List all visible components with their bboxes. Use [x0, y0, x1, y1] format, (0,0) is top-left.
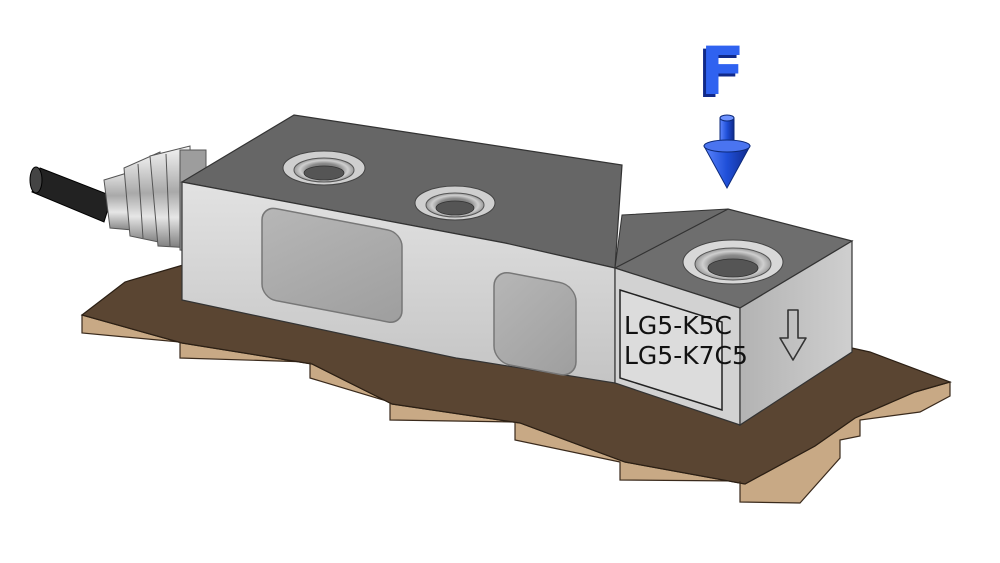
- down-arrow-cone-icon: [703, 114, 751, 190]
- mounting-hole-2: [414, 185, 496, 221]
- beam-end-face: [739, 239, 853, 427]
- mounting-hole-1: [282, 150, 366, 186]
- strain-pocket-small: [493, 271, 577, 376]
- cable: [29, 166, 113, 223]
- load-hole: [682, 239, 784, 285]
- down-arrow-outline-icon: [779, 309, 807, 361]
- model-label-line-1: LG5-K5C: [624, 311, 732, 340]
- model-label-line-2: LG5-K7C5: [624, 341, 748, 370]
- base-plate-segment-lines: [179, 342, 861, 502]
- load-cell-beam: LG5-K5C LG5-K7C5: [180, 114, 854, 427]
- strain-pocket-large: [261, 207, 403, 323]
- force-indicator: F F: [697, 33, 751, 190]
- force-label: F: [697, 36, 742, 113]
- model-label-plate: LG5-K5C LG5-K7C5: [619, 288, 748, 412]
- force-label-front: F: [700, 33, 745, 110]
